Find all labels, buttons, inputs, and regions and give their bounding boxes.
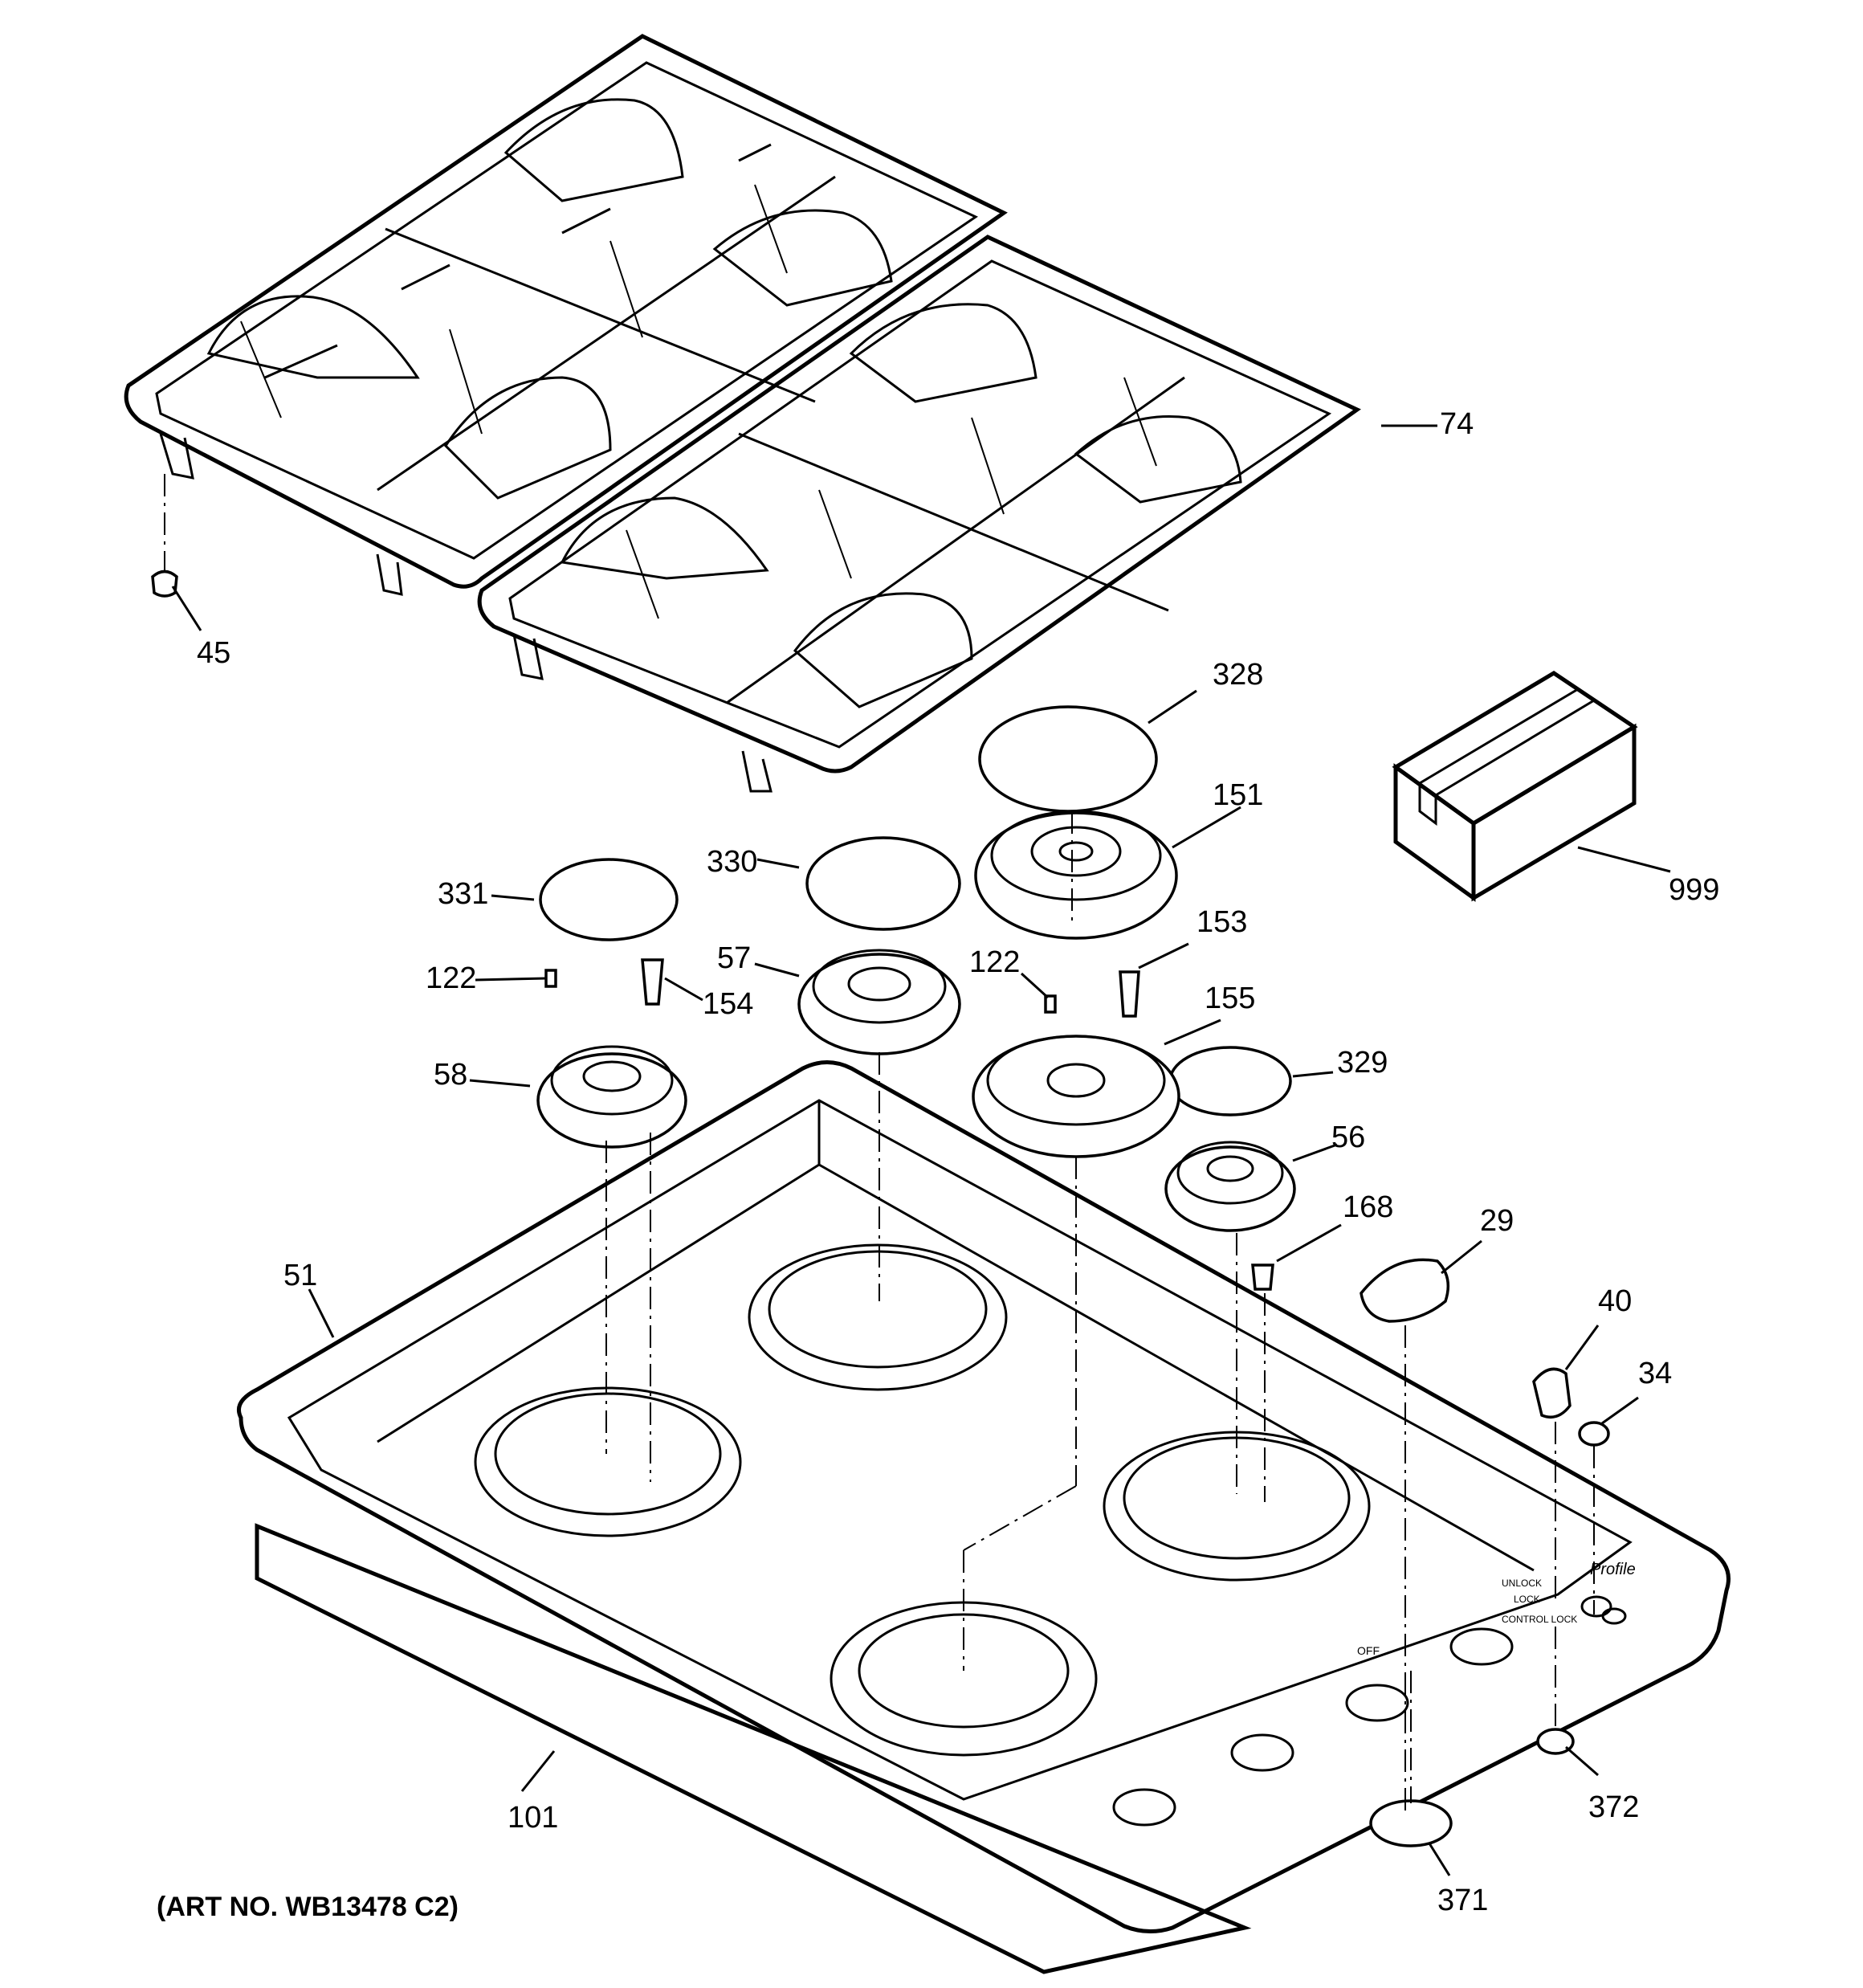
burner-head-57 bbox=[797, 949, 961, 1055]
callout-29: 29 bbox=[1480, 1204, 1514, 1238]
callout-330: 330 bbox=[707, 845, 757, 879]
callout-34: 34 bbox=[1638, 1357, 1672, 1390]
grate-left bbox=[124, 34, 1008, 596]
callout-101: 101 bbox=[508, 1801, 558, 1835]
callout-74: 74 bbox=[1440, 407, 1474, 441]
art-number-label: (ART NO. WB13478 C2) bbox=[157, 1892, 459, 1922]
seal-gasket-101 bbox=[255, 1523, 1252, 1974]
callout-372: 372 bbox=[1588, 1790, 1639, 1824]
brand-logo-text: Profile bbox=[1590, 1561, 1636, 1578]
screw-122-right bbox=[1044, 994, 1057, 1014]
shipping-box bbox=[1392, 671, 1638, 902]
callout-371: 371 bbox=[1437, 1884, 1488, 1917]
electrode-153 bbox=[1119, 970, 1140, 1018]
control-lock-label: CONTROL LOCK bbox=[1502, 1614, 1577, 1625]
burner-head-58 bbox=[536, 1045, 687, 1149]
callout-155: 155 bbox=[1205, 982, 1255, 1015]
burner-head-56 bbox=[1164, 1141, 1296, 1232]
control-knob-openings bbox=[1112, 1595, 1627, 1827]
callout-153: 153 bbox=[1196, 905, 1247, 939]
burner-base-155 bbox=[972, 1035, 1180, 1158]
callout-328: 328 bbox=[1213, 658, 1263, 692]
callout-999: 999 bbox=[1669, 873, 1719, 907]
burner-cap-328 bbox=[978, 705, 1158, 813]
callout-58: 58 bbox=[434, 1058, 467, 1092]
off-label: OFF bbox=[1357, 1644, 1380, 1657]
callout-labels: 74 45 328 151 999 330 331 153 57 122 122… bbox=[197, 407, 1719, 1917]
grommet-371 bbox=[1369, 1799, 1453, 1847]
callout-122-right: 122 bbox=[969, 945, 1020, 979]
burner-cap-331 bbox=[539, 858, 679, 941]
callout-leader-lines bbox=[171, 424, 1671, 1876]
unlock-label: UNLOCK bbox=[1502, 1578, 1542, 1589]
callout-329: 329 bbox=[1337, 1046, 1388, 1080]
callout-40: 40 bbox=[1598, 1284, 1632, 1318]
callout-45: 45 bbox=[197, 636, 230, 670]
callout-57: 57 bbox=[717, 941, 751, 975]
grate-foot-part bbox=[151, 569, 178, 598]
callout-151: 151 bbox=[1213, 778, 1263, 812]
burner-head-151 bbox=[974, 810, 1178, 940]
callout-331: 331 bbox=[438, 877, 488, 911]
callout-56: 56 bbox=[1331, 1121, 1365, 1154]
lock-button-40 bbox=[1532, 1367, 1572, 1419]
indicator-lens-34 bbox=[1578, 1421, 1610, 1447]
cooktop-main-top bbox=[237, 1060, 1731, 1933]
screw-122-left bbox=[544, 969, 557, 988]
callout-51: 51 bbox=[283, 1259, 317, 1292]
callout-168: 168 bbox=[1343, 1190, 1393, 1224]
grate-right-bar-lines bbox=[626, 377, 1157, 619]
alignment-dashed-lines bbox=[605, 811, 1595, 1811]
grate-left-bar-lines bbox=[240, 184, 788, 435]
grate-right bbox=[477, 235, 1361, 793]
lock-label: LOCK bbox=[1514, 1594, 1540, 1605]
grommet-372 bbox=[1536, 1728, 1575, 1755]
electrode-154 bbox=[641, 958, 664, 1006]
callout-154: 154 bbox=[703, 987, 753, 1021]
control-knob-29 bbox=[1360, 1258, 1450, 1323]
callout-122-left: 122 bbox=[426, 961, 476, 995]
electrode-168 bbox=[1251, 1263, 1274, 1291]
burner-cap-329 bbox=[1168, 1046, 1292, 1116]
burner-cap-330 bbox=[805, 836, 961, 931]
